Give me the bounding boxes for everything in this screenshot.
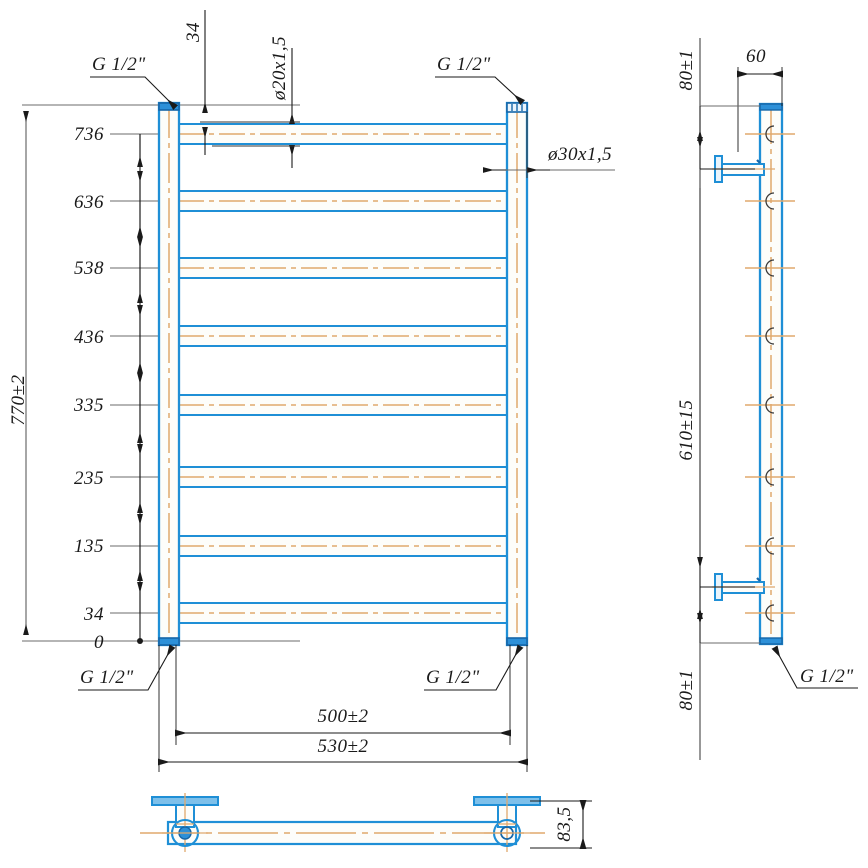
rung — [163, 393, 512, 417]
station-label-235: 235 — [74, 468, 104, 489]
rung-stub — [745, 192, 795, 210]
side-top-fitting — [759, 103, 783, 111]
rung — [163, 324, 512, 348]
dim-overall-height-label: 770±2 — [8, 375, 29, 426]
thread-label-bottom-left: G 1/2" — [80, 667, 134, 688]
dim-top-offset-34: 34 — [183, 10, 208, 155]
station-label-0: 0 — [94, 632, 104, 653]
thread-label-top-right: G 1/2" — [437, 54, 491, 75]
station-label-135: 135 — [74, 536, 104, 557]
dim-collector-diameter-label: ø30x1,5 — [547, 144, 612, 165]
side-bottom-fitting — [759, 637, 783, 645]
left-top-fitting — [158, 102, 180, 111]
dim-rung-diameter-label: ø20x1,5 — [269, 36, 290, 101]
station-label-636: 636 — [74, 192, 104, 213]
dim-top-bracket-offset-label: 80±1 — [676, 50, 697, 91]
dim-rung-diameter: ø20x1,5 — [200, 36, 300, 168]
thread-callout-bottom-right: G 1/2" — [424, 644, 524, 691]
rung-stub — [745, 259, 795, 277]
right-top-fitting — [506, 102, 528, 113]
plan-view: 83,5 — [140, 793, 592, 852]
dim-collector-diameter: ø30x1,5 — [483, 112, 615, 178]
side-rung-stubs — [745, 125, 795, 622]
dimension-station-chain — [137, 134, 143, 644]
rung — [163, 534, 512, 558]
station-label-538: 538 — [74, 258, 104, 279]
rung — [163, 122, 512, 146]
dim-plan-depth-label: 83,5 — [554, 806, 575, 841]
right-bottom-fitting — [506, 637, 528, 646]
right-collector — [505, 101, 529, 647]
station-label-34: 34 — [83, 604, 104, 625]
rung-group — [163, 122, 512, 625]
datum-dot — [137, 638, 143, 644]
station-label-436: 436 — [74, 327, 104, 348]
dim-bracket-spacing-label: 610±15 — [676, 400, 697, 461]
dimension-bottom-bracket-offset: 80±1 — [676, 557, 760, 711]
thread-callout-top-right: G 1/2" — [435, 54, 526, 106]
dimension-depth-60: 60 — [737, 46, 783, 152]
dim-width-inner-label: 500±2 — [318, 706, 369, 727]
station-label-736: 736 — [74, 124, 104, 145]
dimension-plan-depth: 83,5 — [530, 800, 592, 849]
rung — [163, 465, 512, 489]
dim-top-offset-label: 34 — [183, 22, 204, 43]
rung-stub — [745, 396, 795, 414]
dimension-width-inner: 500±2 — [175, 645, 511, 745]
left-collector — [157, 101, 181, 647]
left-bottom-fitting — [158, 637, 180, 646]
side-thread-label: G 1/2" — [800, 666, 854, 687]
rung-stub — [745, 125, 795, 143]
dimension-overall-height: 770±2 — [8, 111, 29, 635]
rung-stub — [745, 327, 795, 345]
rung-stub — [745, 604, 795, 622]
dim-width-outer-label: 530±2 — [318, 736, 369, 757]
rung-stub — [745, 537, 795, 555]
station-label-335: 335 — [73, 395, 104, 416]
side-view: 60 80±1 610±15 80±1 G 1/2" — [676, 38, 858, 760]
thread-callout-bottom-left: G 1/2" — [78, 644, 176, 691]
side-thread-callout: G 1/2" — [771, 645, 858, 689]
plan-bracket-right — [473, 793, 541, 852]
thread-label-top-left: G 1/2" — [92, 54, 146, 75]
dimension-top-bracket-offset: 80±1 — [676, 50, 760, 170]
rung — [163, 189, 512, 213]
plan-bracket-left — [151, 793, 219, 852]
front-elevation-view: 770±2 736 6 — [8, 10, 615, 772]
rung — [163, 256, 512, 280]
dim-bottom-bracket-offset-label: 80±1 — [676, 670, 697, 711]
dimension-bracket-spacing: 610±15 — [676, 188, 701, 565]
rung — [163, 601, 512, 625]
dimension-width-outer: 530±2 — [158, 645, 528, 772]
thread-callout-top-left: G 1/2" — [90, 54, 179, 111]
dim-depth-label: 60 — [746, 46, 766, 67]
rung-stub — [745, 468, 795, 486]
thread-label-bottom-right: G 1/2" — [426, 667, 480, 688]
